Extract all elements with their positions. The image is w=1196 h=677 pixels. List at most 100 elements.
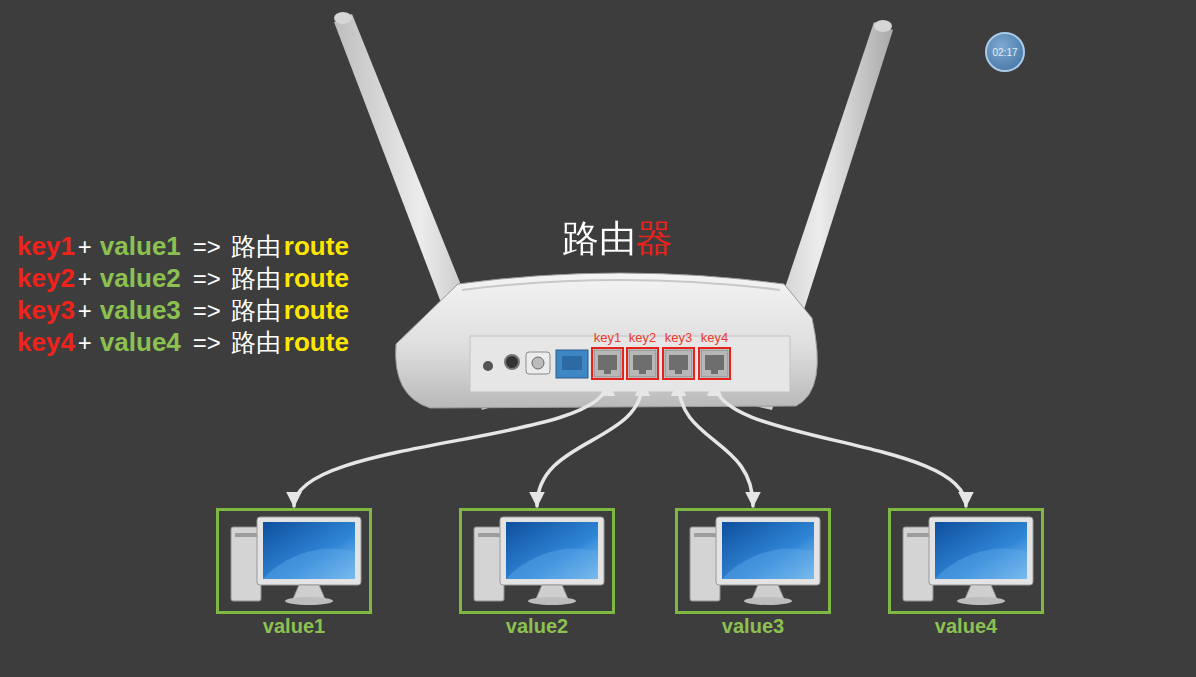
computer-box: value3 (675, 508, 831, 614)
computer-icon (219, 511, 369, 611)
double-arrow-connector (537, 382, 643, 506)
pc-drive (907, 533, 929, 537)
arrow-sign: => (193, 263, 221, 295)
power-button-core (532, 357, 544, 369)
monitor-base (744, 597, 792, 605)
timestamp-text: 02:17 (992, 47, 1017, 58)
power-jack (505, 355, 519, 369)
arrow-sign: => (193, 295, 221, 327)
monitor-frame (929, 517, 1033, 585)
monitor-stand (536, 585, 568, 599)
port-key-label: key3 (665, 330, 692, 345)
value-text: value4 (100, 326, 181, 358)
route-text: route (284, 294, 349, 326)
route-cn-text: 路由 (231, 231, 281, 263)
key-text: key3 (17, 294, 75, 326)
value-text: value2 (100, 262, 181, 294)
monitor-base (957, 597, 1005, 605)
monitor-base (285, 597, 333, 605)
router-top-edge (462, 280, 780, 290)
reset-hole (483, 361, 493, 371)
pc-drive (235, 533, 257, 537)
pc-drive (478, 533, 500, 537)
port-notch (711, 370, 718, 374)
route-text: route (284, 262, 349, 294)
port-key-label: key1 (594, 330, 621, 345)
value-text: value3 (100, 294, 181, 326)
monitor-screen (263, 522, 355, 579)
port-frame (665, 350, 692, 377)
mapping-line: key4+value4=>路由route (17, 326, 349, 359)
port-slot (705, 355, 724, 370)
port-frame (701, 350, 728, 377)
port-frame (629, 350, 656, 377)
double-arrow-connector (679, 382, 754, 506)
double-arrow-connector (715, 382, 967, 506)
mapping-line: key1+value1=>路由route (17, 230, 349, 263)
plus-sign: + (78, 295, 92, 327)
port-frame (594, 350, 621, 377)
value-text: value1 (100, 230, 181, 262)
port-notch (604, 370, 611, 374)
lan-port-box: key2 (626, 347, 659, 380)
computer-value-label: value1 (263, 615, 325, 638)
route-cn-text: 路由 (231, 327, 281, 359)
lan-port-box: key1 (591, 347, 624, 380)
computer-icon (891, 511, 1041, 611)
port-slot (633, 355, 652, 370)
key-text: key2 (17, 262, 75, 294)
computer-value-label: value3 (722, 615, 784, 638)
screen-wave (263, 549, 355, 580)
screen-wave (506, 549, 598, 580)
pc-drive (694, 533, 716, 537)
power-button (526, 352, 550, 374)
timestamp-badge: 02:17 (985, 32, 1025, 72)
port-slot (598, 355, 617, 370)
monitor-frame (716, 517, 820, 585)
screen-wave (935, 549, 1027, 580)
diagram-title: 路由器 (562, 216, 673, 262)
route-text: route (284, 326, 349, 358)
computer-box: value2 (459, 508, 615, 614)
plus-sign: + (78, 327, 92, 359)
port-notch (675, 370, 682, 374)
port-slot (669, 355, 688, 370)
wan-port (556, 350, 588, 378)
monitor-base (528, 597, 576, 605)
wan-port-slot (562, 356, 582, 370)
monitor-screen (722, 522, 814, 579)
route-text: route (284, 230, 349, 262)
right-antenna-tip (874, 20, 892, 32)
lan-port-icon (628, 349, 657, 378)
mapping-line: key3+value3 => 路由route (17, 294, 349, 327)
lan-port-box: key4 (698, 347, 731, 380)
route-cn-text: 路由 (231, 263, 281, 295)
lan-port-icon (593, 349, 622, 378)
left-antenna-tip (334, 12, 352, 24)
lan-port-icon (664, 349, 693, 378)
monitor-stand (293, 585, 325, 599)
computer-value-label: value2 (506, 615, 568, 638)
monitor-screen (506, 522, 598, 579)
computer-value-label: value4 (935, 615, 997, 638)
monitor-frame (500, 517, 604, 585)
computer-icon (462, 511, 612, 611)
computer-box: value4 (888, 508, 1044, 614)
lan-port-icon (700, 349, 729, 378)
route-cn-text: 路由 (231, 295, 281, 327)
computer-icon (678, 511, 828, 611)
port-key-label: key4 (701, 330, 728, 345)
computer-box: value1 (216, 508, 372, 614)
port-notch (639, 370, 646, 374)
lan-port-box: key3 (662, 347, 695, 380)
monitor-frame (257, 517, 361, 585)
plus-sign: + (78, 263, 92, 295)
port-key-label: key2 (629, 330, 656, 345)
plus-sign: + (78, 231, 92, 263)
monitor-stand (752, 585, 784, 599)
arrow-sign: => (193, 231, 221, 263)
monitor-stand (965, 585, 997, 599)
screen-wave (722, 549, 814, 580)
